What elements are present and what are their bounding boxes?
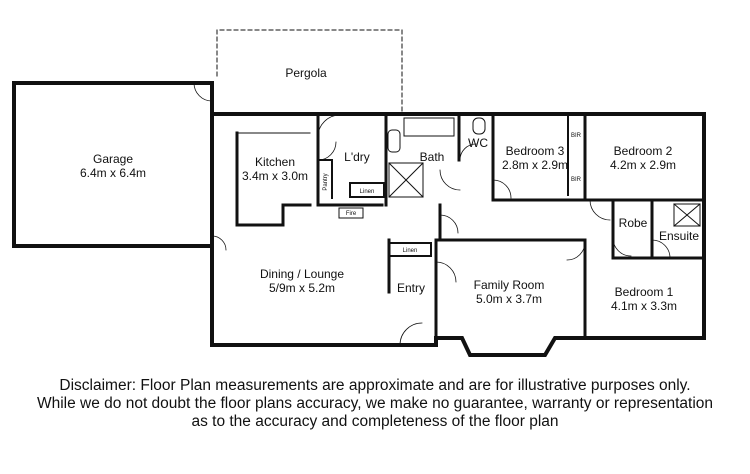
door-ensuite <box>651 239 671 259</box>
linen-cupboard-2 <box>388 242 432 257</box>
door-wc <box>459 143 477 161</box>
family-label: Family Room <box>474 278 545 292</box>
wc-label: WC <box>468 136 488 150</box>
bedroom2-label: Bedroom 2 <box>614 144 673 158</box>
door-entry <box>399 322 423 346</box>
vanity <box>387 129 401 153</box>
garage-side-door <box>193 82 213 102</box>
toilet <box>472 117 486 135</box>
bedroom2-size: 4.2m x 2.9m <box>610 158 676 172</box>
kitchen-label: Kitchen <box>255 155 295 169</box>
bedroom1-size: 4.1m x 3.3m <box>611 299 677 313</box>
kitchen-walls <box>235 131 312 227</box>
bir-label-1: BIR <box>571 133 582 139</box>
bir-label-2: BIR <box>571 177 582 183</box>
linen-label-2: Linen <box>403 248 418 254</box>
bath-tub <box>403 117 455 137</box>
disclaimer-line-3: as to the accuracy and completeness of t… <box>191 413 559 430</box>
bedroom3-size: 2.8m x 2.9m <box>502 158 568 172</box>
pantry-wall <box>317 159 333 199</box>
door-bath <box>439 169 461 191</box>
fire-label: Fire <box>346 211 357 217</box>
door-family <box>435 261 457 283</box>
disclaimer-line-1: Disclaimer: Floor Plan measurements are … <box>59 377 691 394</box>
door-pantry <box>317 141 337 161</box>
disclaimer-line-2: While we do not doubt the floor plans ac… <box>36 395 714 412</box>
kitchen-size: 3.4m x 3.0m <box>242 169 308 183</box>
door-laundry <box>317 114 341 138</box>
floor-plan: Pergola Garage 6.4m x 6.4m Kitchen 3.4m … <box>12 29 706 357</box>
linen-cupboard-1 <box>349 182 385 198</box>
shower <box>388 162 424 198</box>
bedroom1-label: Bedroom 1 <box>615 285 674 299</box>
garage-size: 6.4m x 6.4m <box>80 166 146 180</box>
door-hall <box>439 214 459 234</box>
pergola-outline <box>216 29 403 113</box>
dining-size: 5/9m x 5.2m <box>269 281 335 295</box>
linen-label-1: Linen <box>360 189 375 195</box>
pergola-label: Pergola <box>285 66 327 80</box>
disclaimer: Disclaimer: Floor Plan measurements are … <box>0 377 750 431</box>
ensuite-wall <box>650 198 706 260</box>
fireplace <box>338 207 364 219</box>
ensuite-shower-cross-2 <box>673 203 701 227</box>
family-size: 5.0m x 3.7m <box>476 292 542 306</box>
door-bedroom1 <box>566 241 586 261</box>
pantry-label: Pantry <box>323 173 329 190</box>
robe-label: Robe <box>619 216 648 230</box>
robe-walls <box>611 198 652 260</box>
door-robe <box>612 237 632 257</box>
door-bedroom3 <box>492 179 512 199</box>
shower-cross-2 <box>388 162 424 198</box>
bedroom3-label: Bedroom 3 <box>506 144 565 158</box>
ensuite-shower <box>673 203 701 227</box>
door-garage-link <box>211 235 227 251</box>
bath-label: Bath <box>420 150 445 164</box>
dining-label: Dining / Lounge <box>260 267 344 281</box>
entry-label: Entry <box>397 281 425 295</box>
laundry-label: L'dry <box>344 150 370 164</box>
family-room-bay <box>434 336 587 357</box>
walls <box>12 29 706 357</box>
garage-label: Garage <box>93 152 133 166</box>
ensuite-label: Ensuite <box>659 229 699 243</box>
door-bedroom2 <box>589 199 611 221</box>
